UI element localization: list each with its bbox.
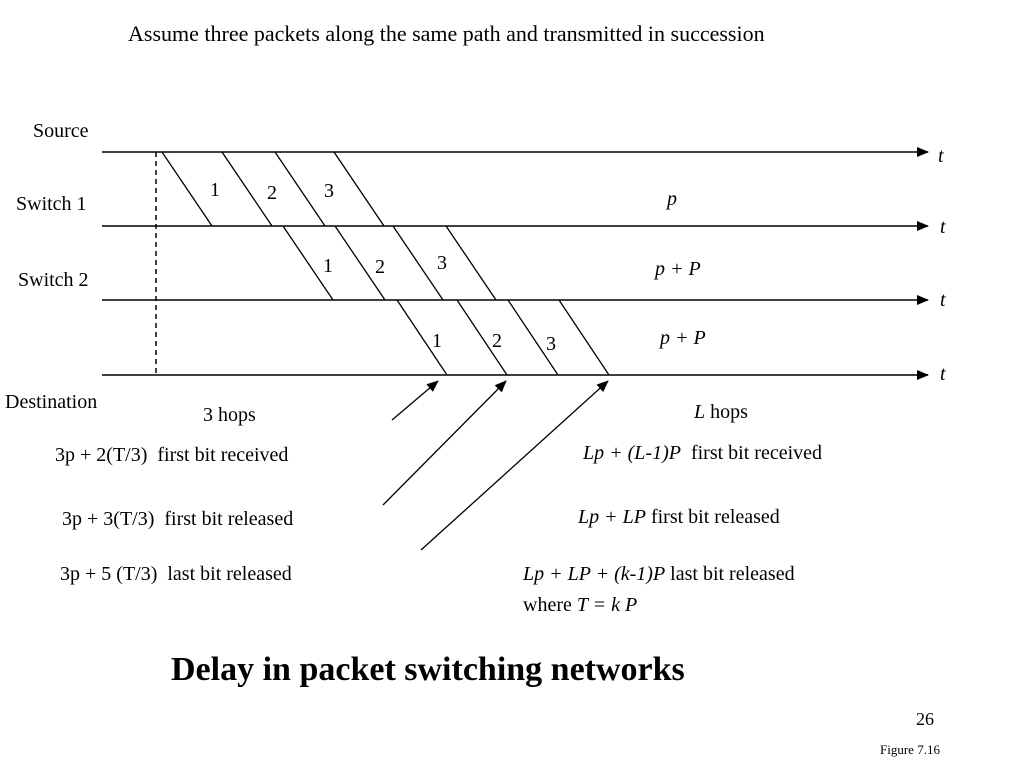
hop2-packet-3-label: 3 bbox=[437, 252, 447, 274]
header-text: Assume three packets along the same path… bbox=[128, 21, 765, 46]
right-first-bit-received-expr: Lp + (L-1)P bbox=[583, 442, 681, 464]
right-last-bit-released: Lp + LP + (k-1)P last bit released bbox=[523, 564, 795, 584]
node-label-source: Source bbox=[33, 120, 89, 142]
time-label-switch2: t bbox=[940, 289, 946, 311]
right-first-bit-received: Lp + (L-1)P first bit received bbox=[583, 443, 822, 463]
slide-title: Delay in packet switching networks bbox=[171, 651, 685, 688]
hop1-packet-2-label: 2 bbox=[267, 182, 277, 204]
node-label-switch2: Switch 2 bbox=[18, 269, 89, 291]
time-label-switch1: t bbox=[940, 216, 946, 238]
hop2-packet-boundaries bbox=[282, 225, 497, 301]
right-first-bit-released-expr: Lp + LP bbox=[578, 506, 646, 528]
right-hops-label: L hops bbox=[694, 402, 748, 422]
hop1-packet-boundaries bbox=[161, 151, 385, 227]
left-hops-label: 3 hops bbox=[203, 404, 256, 426]
node-label-switch1: Switch 1 bbox=[16, 193, 87, 215]
hop2-packet-2-label: 2 bbox=[375, 256, 385, 278]
left-first-bit-released-expr: 3p + 3(T/3) bbox=[62, 508, 155, 530]
pointer-arrow-first-bit-received bbox=[391, 380, 439, 421]
left-last-bit-released-desc: last bit released bbox=[167, 563, 292, 585]
hop1-packet-1-label: 1 bbox=[210, 179, 220, 201]
right-last-bit-released-expr: Lp + LP + (k-1)P bbox=[523, 563, 666, 585]
left-first-bit-released: 3p + 3(T/3) first bit released bbox=[62, 509, 293, 529]
hop1-packet-3-label: 3 bbox=[324, 180, 334, 202]
pointer-arrow-last-bit-released bbox=[420, 380, 609, 551]
left-last-bit-released: 3p + 5 (T/3) last bit released bbox=[60, 564, 292, 584]
time-label-source: t bbox=[938, 145, 944, 167]
right-where-expr: T = k P bbox=[576, 594, 638, 616]
delay-label-row1: p bbox=[667, 188, 677, 210]
time-label-destination: t bbox=[940, 363, 946, 385]
page-number: 26 bbox=[916, 709, 934, 729]
hop3-packet-2-label: 2 bbox=[492, 330, 502, 352]
pointer-arrow-first-bit-released bbox=[382, 380, 507, 506]
figure-caption: Figure 7.16 bbox=[880, 742, 940, 757]
right-where-clause: where T = k P bbox=[523, 595, 637, 615]
node-label-destination: Destination bbox=[5, 391, 98, 413]
right-hops-var: L bbox=[694, 401, 706, 423]
right-first-bit-released-desc: first bit released bbox=[650, 506, 780, 528]
left-first-bit-received: 3p + 2(T/3) first bit received bbox=[55, 445, 288, 465]
hop3-packet-boundaries bbox=[396, 299, 610, 376]
hop3-packet-1-label: 1 bbox=[432, 330, 442, 352]
left-first-bit-released-desc: first bit released bbox=[164, 508, 294, 530]
delay-label-row3: p + P bbox=[660, 327, 706, 349]
hop3-packet-3-label: 3 bbox=[546, 333, 556, 355]
right-first-bit-released: Lp + LP first bit released bbox=[578, 507, 780, 527]
left-first-bit-received-desc: first bit received bbox=[157, 444, 289, 466]
hop2-packet-1-label: 1 bbox=[323, 255, 333, 277]
left-last-bit-released-expr: 3p + 5 (T/3) bbox=[60, 563, 158, 585]
right-hops-word: hops bbox=[710, 401, 748, 423]
delay-label-row2: p + P bbox=[655, 258, 701, 280]
right-where-prefix: where bbox=[523, 594, 572, 616]
left-first-bit-received-expr: 3p + 2(T/3) bbox=[55, 444, 148, 466]
right-first-bit-received-desc: first bit received bbox=[690, 442, 823, 464]
right-last-bit-released-desc: last bit released bbox=[670, 563, 795, 585]
